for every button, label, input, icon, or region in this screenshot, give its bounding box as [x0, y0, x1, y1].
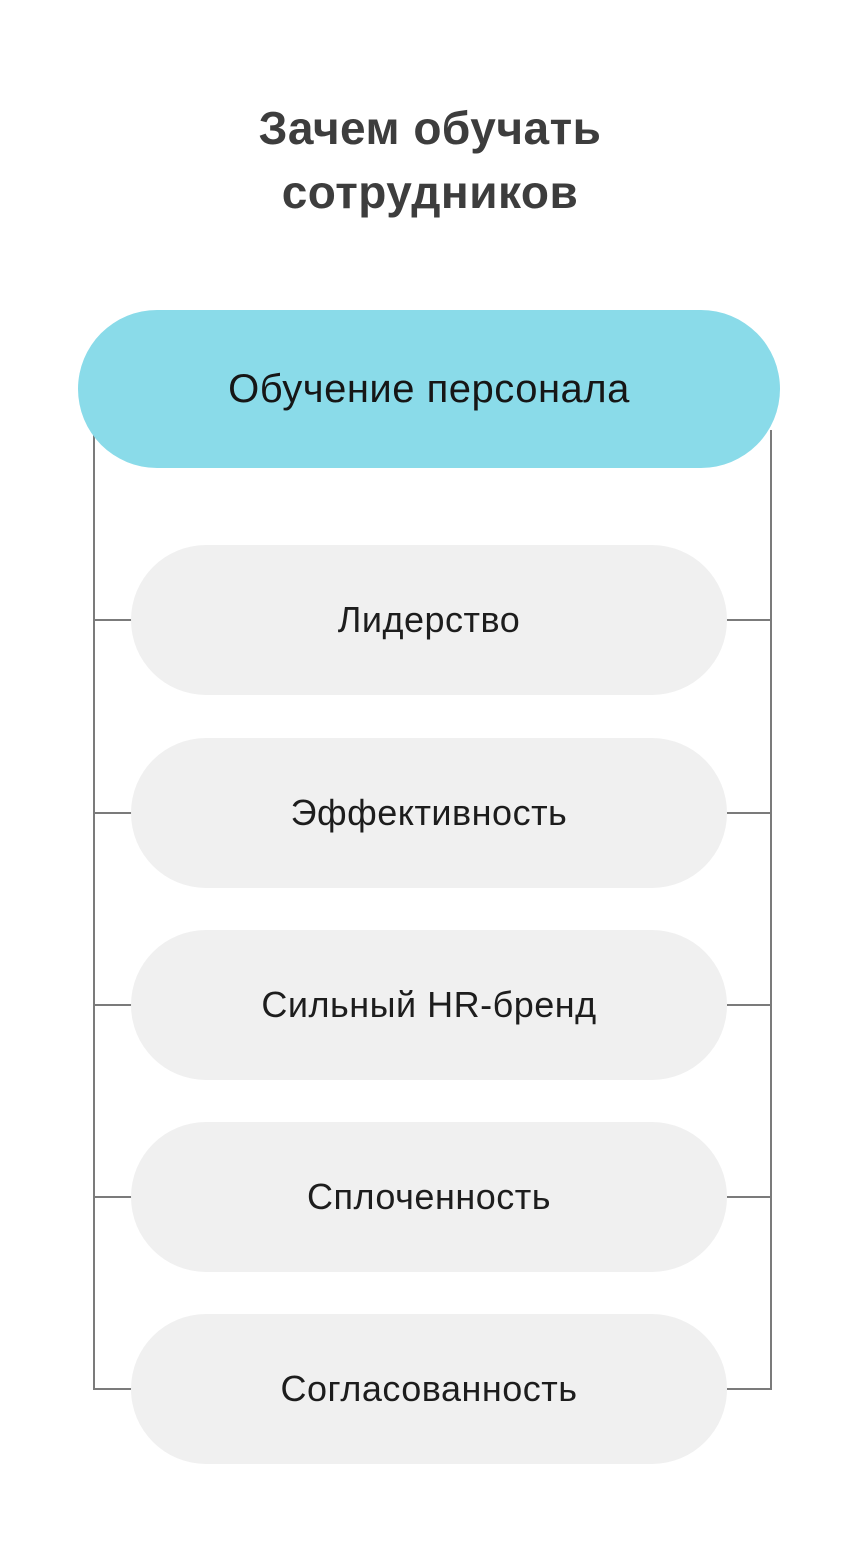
left-stub-cohesion	[93, 1196, 133, 1198]
item-node-label: Эффективность	[290, 792, 568, 833]
item-node-label: Сплоченность	[307, 1176, 551, 1217]
item-node-label: Согласованность	[280, 1368, 578, 1409]
item-node-leadership: Лидерство	[131, 545, 727, 695]
item-node-label: Сильный HR-бренд	[261, 984, 597, 1025]
item-node-label: Лидерство	[337, 599, 521, 640]
left-stub-hr-brand	[93, 1004, 133, 1006]
right-stub-efficiency	[727, 812, 772, 814]
item-node-hr-brand: Сильный HR-бренд	[131, 930, 727, 1080]
left-stub-leadership	[93, 619, 133, 621]
item-node-alignment: Согласованность	[131, 1314, 727, 1464]
diagram-title: Зачем обучать сотрудников	[258, 102, 602, 218]
root-node-staff-training: Обучение персонала	[78, 310, 780, 468]
left-connector-line	[93, 430, 95, 1390]
item-node-cohesion: Сплоченность	[131, 1122, 727, 1272]
right-stub-leadership	[727, 619, 772, 621]
right-stub-cohesion	[727, 1196, 772, 1198]
left-stub-efficiency	[93, 812, 133, 814]
left-stub-alignment	[93, 1388, 133, 1390]
right-stub-alignment	[727, 1388, 772, 1390]
root-node-label: Обучение персонала	[228, 366, 630, 411]
right-stub-hr-brand	[727, 1004, 772, 1006]
right-connector-line	[770, 430, 772, 1390]
item-node-efficiency: Эффективность	[131, 738, 727, 888]
